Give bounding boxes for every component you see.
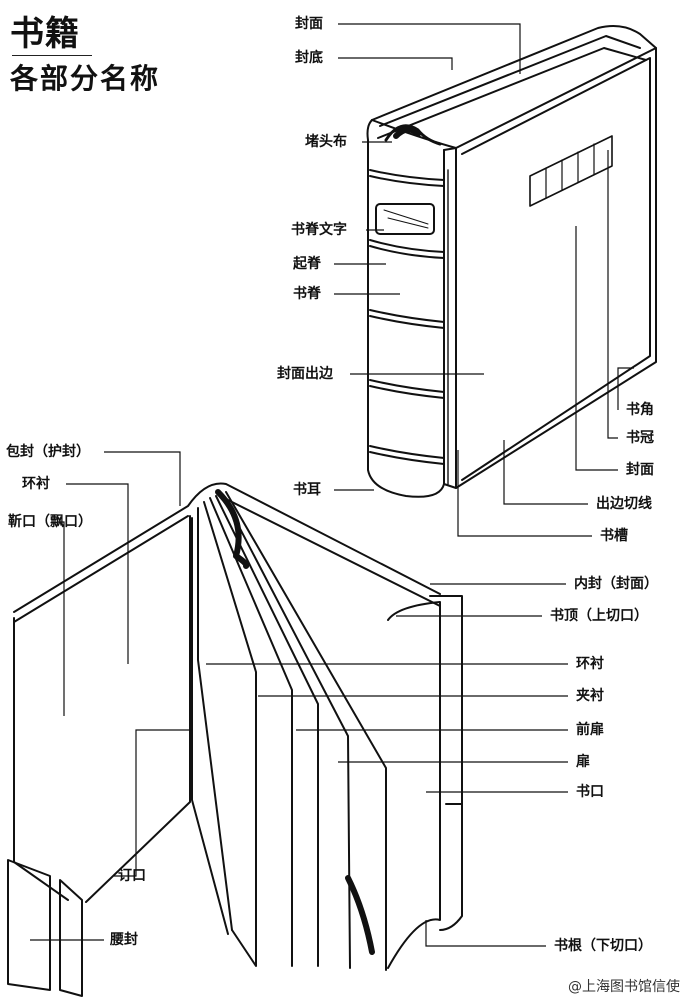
label-fei: 扉 (576, 754, 590, 770)
label-huanchen-right: 环衬 (576, 656, 604, 672)
closed-book-illustration (368, 26, 657, 497)
label-baofeng: 包封（护封） (6, 444, 90, 460)
label-fengmianchubian: 封面出边 (277, 366, 333, 382)
leader-shugen (426, 920, 546, 946)
label-dutoubu: 堵头布 (305, 134, 347, 150)
label-shucao: 书槽 (600, 528, 628, 544)
label-qianfei: 前扉 (576, 722, 604, 738)
leader-fengmian-top (338, 24, 520, 74)
label-shuer: 书耳 (293, 482, 321, 498)
label-yaofeng: 腰封 (110, 932, 138, 948)
label-qiji: 起脊 (293, 256, 321, 272)
label-shugen: 书根（下切口） (554, 938, 652, 954)
label-shuguan: 书冠 (626, 430, 654, 446)
watermark: @上海图书馆信使 (568, 976, 680, 996)
label-fengmian-top: 封面 (295, 16, 323, 32)
label-fengmian-right: 封面 (626, 462, 654, 478)
label-shukou: 书口 (576, 784, 604, 800)
leader-baofeng (104, 452, 180, 506)
label-jiachen: 夹衬 (576, 688, 604, 704)
leader-shuguan (608, 150, 618, 438)
label-huanchen-left: 环衬 (22, 476, 50, 492)
open-book-illustration (8, 483, 462, 996)
label-qiankou: 靳口（飘口） (8, 514, 92, 530)
label-dingkou: 订口 (118, 868, 146, 884)
label-shujiwenzi: 书脊文字 (291, 222, 347, 238)
leader-shucao (458, 450, 592, 536)
leader-qiankou (58, 522, 64, 716)
label-shujiao: 书角 (626, 402, 654, 418)
leader-dingkou (114, 730, 192, 876)
label-chubianqiexian: 出边切线 (596, 496, 652, 512)
label-shuding: 书顶（上切口） (550, 608, 648, 624)
leader-fengdi (338, 58, 452, 70)
leader-fengmian-right (576, 226, 618, 470)
label-fengdi: 封底 (295, 50, 323, 66)
leader-lines (30, 24, 634, 946)
label-neifeng: 内封（封面） (574, 576, 658, 592)
label-shuji: 书脊 (293, 286, 321, 302)
